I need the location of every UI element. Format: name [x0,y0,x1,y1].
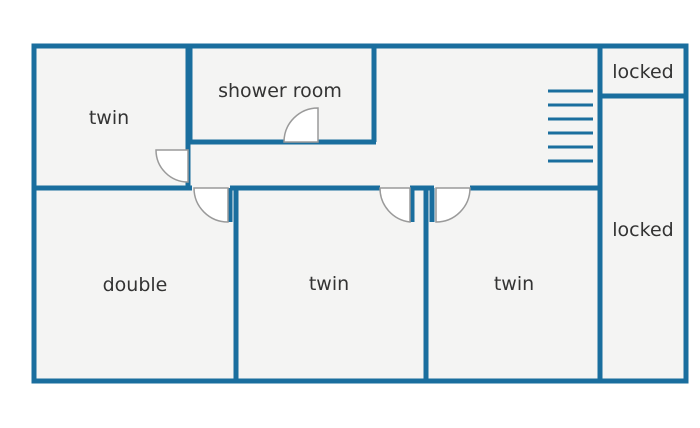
outer-wall [31,43,689,384]
doors [155,107,471,223]
door-swing-icon [379,187,411,223]
room-label-locked-side: locked [612,219,673,241]
room-label-locked-top: locked [612,61,673,83]
room-label-twin-top-left: twin [89,107,129,129]
door-swing-icon [283,107,319,143]
floor-area [34,46,686,381]
room-label-shower-room: shower room [218,80,342,102]
room-label-twin-right: twin [494,273,534,295]
walls [31,43,689,384]
door-swing-icon [435,187,471,223]
door-swing-icon [193,187,229,223]
room-label-double: double [103,274,168,296]
door-swing-icon [155,149,189,183]
stairs-icon [548,89,593,163]
room-label-twin-middle: twin [309,273,349,295]
